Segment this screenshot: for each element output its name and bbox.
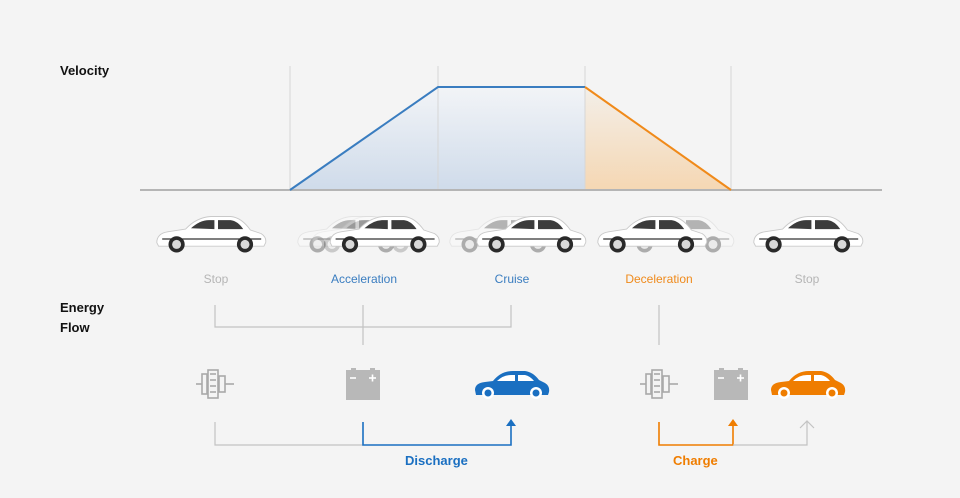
energy-flow-label-line2: Flow	[60, 320, 90, 335]
discharge-label: Discharge	[405, 453, 468, 468]
phase-label-stop: Stop	[203, 272, 229, 286]
car-cruise	[450, 215, 587, 254]
charge-label: Charge	[673, 453, 718, 468]
discharge-flow-line	[362, 422, 512, 446]
motor-icon	[196, 369, 234, 399]
car-icon	[771, 371, 846, 399]
energy-flow-label: Energy Flow	[60, 298, 104, 338]
flow-line-grey-right	[733, 422, 808, 446]
phase-label-acceleration: Acceleration	[330, 272, 398, 286]
discharge-arrow-head	[506, 419, 516, 426]
velocity-line-blue	[289, 86, 585, 191]
phase-label-cruise: Cruise	[494, 272, 530, 286]
charge-flow-line	[658, 422, 734, 446]
cruise-area	[438, 87, 585, 190]
battery-icon	[346, 368, 380, 400]
car-icon	[475, 371, 550, 399]
flow-arrow-grey	[799, 420, 815, 429]
charge-arrow-head	[728, 419, 738, 426]
car-deceleration	[597, 215, 734, 254]
velocity-line-orange	[584, 86, 732, 191]
phase-label-stop: Stop	[794, 272, 820, 286]
flow-line-grey-left	[214, 422, 363, 446]
car-stop-2	[753, 215, 864, 254]
velocity-label: Velocity	[60, 63, 110, 78]
energy-flow-label-line1: Energy	[60, 300, 105, 315]
car-acceleration	[298, 215, 440, 254]
phase-label-deceleration: Deceleration	[625, 272, 693, 286]
battery-icon	[714, 368, 748, 400]
car-stop-1	[156, 215, 267, 254]
motor-icon	[640, 369, 678, 399]
